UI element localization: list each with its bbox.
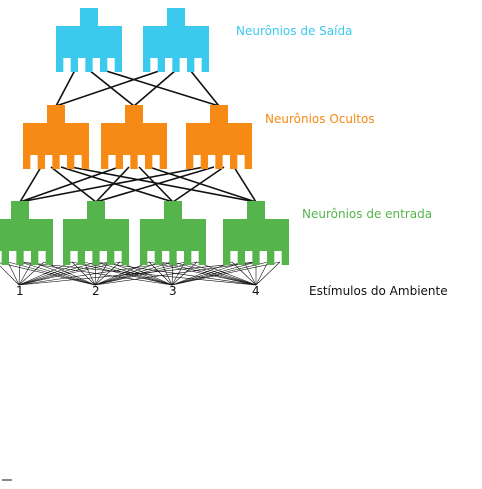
connection-line — [20, 167, 119, 202]
output-neuron-2 — [143, 8, 209, 72]
output-neuron-1 — [56, 8, 122, 72]
hidden-layer-label: Neurônios Ocultos — [265, 112, 375, 126]
stimuli-label: Estímulos do Ambiente — [309, 284, 448, 298]
input-neuron-3 — [140, 201, 206, 265]
hidden-neuron-3 — [186, 105, 252, 169]
connection-line — [234, 167, 256, 202]
input-number-3: 3 — [169, 284, 177, 298]
stimulus-line — [256, 262, 268, 285]
input-layer-label: Neurônios de entrada — [302, 207, 432, 221]
connections-stimuli — [0, 262, 280, 285]
connection-line — [134, 70, 176, 106]
input-neurons — [0, 201, 289, 265]
stimulus-line — [172, 262, 280, 285]
input-number-2: 2 — [92, 284, 100, 298]
connections-output-hidden — [56, 70, 219, 106]
stimulus-line — [0, 262, 95, 285]
connection-line — [20, 167, 41, 202]
output-neurons — [56, 8, 209, 72]
hidden-neuron-2 — [101, 105, 167, 169]
stimulus-line — [256, 262, 280, 285]
input-number-1: 1 — [16, 284, 24, 298]
hidden-neurons — [23, 105, 252, 169]
connection-line — [51, 167, 96, 202]
hidden-neuron-1 — [23, 105, 89, 169]
connection-line — [103, 70, 219, 106]
stimulus-line — [8, 262, 19, 285]
output-layer-label: Neurônios de Saída — [236, 24, 352, 38]
connections-hidden-input — [20, 167, 256, 202]
stimulus-line — [19, 262, 20, 285]
input-neuron-4 — [223, 201, 289, 265]
input-neuron-2 — [63, 201, 129, 265]
input-number-4: 4 — [252, 284, 260, 298]
connection-line — [89, 70, 134, 106]
input-neuron-1 — [0, 201, 53, 265]
connection-line — [190, 70, 219, 106]
